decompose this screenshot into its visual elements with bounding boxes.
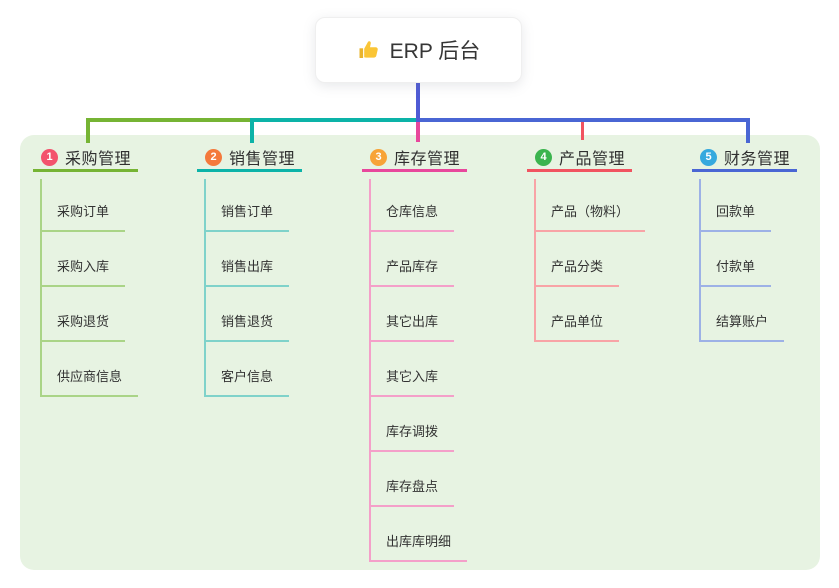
- branch-sales: 2 销售管理 销售订单 销售出库 销售退货 客户信息: [197, 148, 367, 579]
- branch-connector-line: [369, 179, 371, 562]
- branch-connector-line: [204, 179, 206, 397]
- branch-inventory: 3 库存管理 仓库信息 产品库存 其它出库 其它入库 库存调拨 库存盘点 出库库…: [362, 148, 532, 579]
- child-node[interactable]: 其它入库: [369, 366, 455, 397]
- child-node[interactable]: 库存调拨: [369, 421, 455, 452]
- child-node[interactable]: 产品分类: [534, 256, 620, 287]
- connector-drop-sales: [250, 118, 254, 143]
- connector-trunk-blue: [416, 118, 750, 122]
- child-node[interactable]: 采购入库: [40, 256, 126, 287]
- child-node[interactable]: 出库库明细: [369, 531, 468, 562]
- child-node[interactable]: 产品单位: [534, 311, 620, 342]
- branch-node-sales[interactable]: 2 销售管理: [197, 148, 303, 172]
- root-label: ERP 后台: [389, 40, 481, 63]
- branch-number-badge: 2: [205, 148, 222, 166]
- child-node[interactable]: 付款单: [699, 256, 772, 287]
- thumbs-up-icon: [357, 38, 381, 62]
- branch-label: 采购管理: [65, 151, 132, 168]
- branch-node-finance[interactable]: 5 财务管理: [692, 148, 798, 172]
- connector-drop-product: [581, 122, 584, 140]
- root-node[interactable]: ERP 后台: [315, 17, 522, 83]
- child-node[interactable]: 客户信息: [204, 366, 290, 397]
- branch-connector-line: [699, 179, 701, 342]
- child-node[interactable]: 采购退货: [40, 311, 126, 342]
- child-node[interactable]: 销售退货: [204, 311, 290, 342]
- root-connector: [416, 83, 420, 122]
- connector-drop-inventory: [416, 122, 420, 142]
- child-node[interactable]: 供应商信息: [40, 366, 139, 397]
- branch-product: 4 产品管理 产品（物料） 产品分类 产品单位: [527, 148, 697, 579]
- branch-number-badge: 4: [535, 148, 552, 166]
- branch-number-badge: 1: [41, 148, 58, 166]
- connector-drop-purchase: [86, 118, 90, 143]
- child-node[interactable]: 销售订单: [204, 201, 290, 232]
- connector-trunk-teal: [250, 118, 418, 122]
- child-node[interactable]: 销售出库: [204, 256, 290, 287]
- child-node[interactable]: 仓库信息: [369, 201, 455, 232]
- branch-number-badge: 5: [700, 148, 717, 166]
- child-node[interactable]: 回款单: [699, 201, 772, 232]
- child-node[interactable]: 其它出库: [369, 311, 455, 342]
- connector-drop-finance: [746, 118, 750, 143]
- branch-purchase: 1 采购管理 采购订单 采购入库 采购退货 供应商信息: [33, 148, 203, 579]
- branch-label: 库存管理: [394, 151, 461, 168]
- child-node[interactable]: 产品（物料）: [534, 201, 646, 232]
- branch-label: 销售管理: [229, 151, 296, 168]
- child-node[interactable]: 采购订单: [40, 201, 126, 232]
- branch-connector-line: [534, 179, 536, 342]
- branch-connector-line: [40, 179, 42, 397]
- branch-node-inventory[interactable]: 3 库存管理: [362, 148, 468, 172]
- child-node[interactable]: 结算账户: [699, 311, 785, 342]
- branch-node-purchase[interactable]: 1 采购管理: [33, 148, 139, 172]
- mindmap-panel: [20, 135, 820, 570]
- branch-finance: 5 财务管理 回款单 付款单 结算账户: [692, 148, 839, 579]
- branch-label: 产品管理: [559, 151, 626, 168]
- branch-node-product[interactable]: 4 产品管理: [527, 148, 633, 172]
- branch-label: 财务管理: [724, 151, 791, 168]
- child-node[interactable]: 产品库存: [369, 256, 455, 287]
- branch-number-badge: 3: [370, 148, 387, 166]
- child-node[interactable]: 库存盘点: [369, 476, 455, 507]
